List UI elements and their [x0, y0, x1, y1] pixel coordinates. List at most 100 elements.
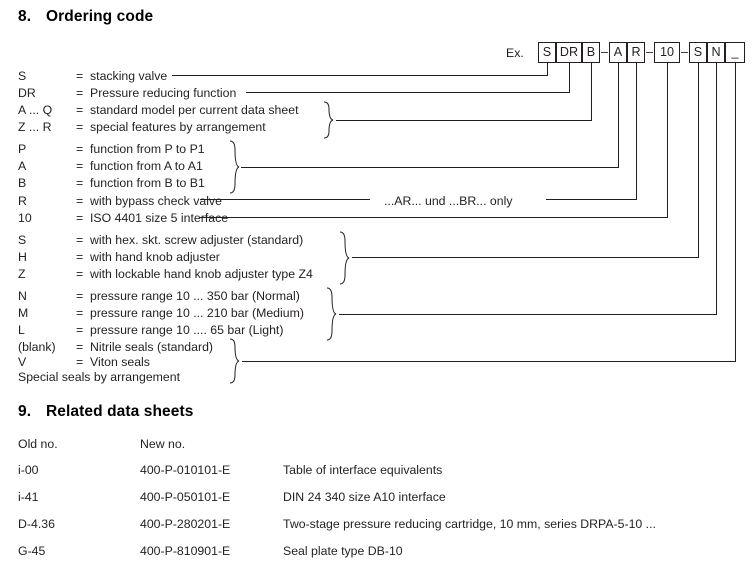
code-key: H: [18, 250, 27, 264]
table-row-desc: Two-stage pressure reducing cartridge, 1…: [283, 517, 656, 531]
brace-function-group: [228, 140, 240, 194]
code-key: B: [18, 176, 27, 190]
leader-line-dr-vertical: [569, 63, 570, 93]
code-separator-3: –: [680, 45, 688, 59]
code-equals: =: [76, 323, 84, 337]
code-box-r[interactable]: R: [627, 42, 645, 63]
leader-line-bypass-horizontal-right: [546, 199, 636, 200]
section-number: 9.: [18, 403, 32, 420]
code-desc: function from A to A1: [90, 159, 203, 173]
code-equals: =: [76, 103, 84, 117]
code-box-blank[interactable]: _: [725, 42, 745, 63]
leader-line-iso-horizontal: [200, 217, 667, 218]
code-row-a: A = function from A to A1: [18, 159, 203, 176]
code-equals: =: [76, 142, 84, 156]
code-row-dr: DR=Pressure reducing function: [18, 86, 236, 103]
leader-line-pressure-vertical: [716, 63, 717, 315]
code-equals: =: [76, 289, 84, 303]
code-desc: special features by arrangement: [90, 120, 266, 134]
code-equals: =: [76, 355, 84, 369]
column-header-new-no: New no.: [140, 437, 186, 451]
code-key: P: [18, 142, 27, 156]
code-equals: =: [76, 250, 84, 264]
code-desc: pressure range 10 ... 210 bar (Medium): [90, 306, 304, 320]
code-equals: =: [76, 306, 84, 320]
leader-line-pressure-horizontal: [339, 314, 716, 315]
leader-line-bypass-vertical: [636, 63, 637, 200]
code-key: S: [18, 233, 27, 247]
code-row-v-seals: V = Viton seals: [18, 355, 150, 372]
code-key: Z: [18, 267, 26, 281]
annotation-ar-br-only: ...AR... und ...BR... only: [384, 194, 513, 208]
table-row-new-no: 400-P-810901-E: [140, 544, 231, 558]
table-row-old-no: i-41: [18, 490, 39, 504]
code-desc: stacking valve: [90, 69, 168, 83]
section-number: 8.: [18, 8, 32, 25]
code-equals: =: [76, 159, 84, 173]
code-key: A ... Q: [18, 103, 53, 117]
table-row-desc: Seal plate type DB-10: [283, 544, 403, 558]
code-desc: pressure range 10 .... 65 bar (Light): [90, 323, 284, 337]
leader-line-model-horizontal: [336, 120, 591, 121]
code-box-dr[interactable]: DR: [556, 42, 582, 63]
code-box-b[interactable]: B: [582, 42, 600, 63]
section-heading-ordering-code: 8. Ordering code: [18, 8, 153, 26]
code-key: L: [18, 323, 25, 337]
code-box-s[interactable]: S: [538, 42, 556, 63]
code-row-h-adjuster: H = with hand knob adjuster: [18, 250, 220, 267]
brace-adjuster-group: [338, 231, 350, 285]
code-key: R: [18, 194, 27, 208]
code-equals: =: [76, 69, 84, 83]
code-key: N: [18, 289, 27, 303]
leader-line-function-horizontal: [241, 167, 618, 168]
code-row-s: S = stacking valve: [18, 69, 167, 86]
code-row-r: R=with bypass check valve: [18, 194, 222, 211]
brace-model-group: [322, 101, 334, 139]
code-key: A: [18, 159, 27, 173]
code-row-special-seals: Special seals by arrangement: [18, 370, 180, 387]
code-box-10[interactable]: 10: [654, 42, 680, 63]
code-key: (blank): [18, 340, 56, 354]
section-title: Ordering code: [46, 8, 154, 25]
table-row-old-no: D-4.36: [18, 517, 55, 531]
leader-line-dr-horizontal: [246, 92, 569, 93]
code-box-a[interactable]: A: [609, 42, 627, 63]
leader-line-s-vertical: [547, 63, 548, 76]
table-row-old-no: G-45: [18, 544, 46, 558]
section-title: Related data sheets: [46, 403, 194, 420]
leader-line-s-horizontal: [172, 75, 547, 76]
code-box-s2[interactable]: S: [689, 42, 707, 63]
code-box-n[interactable]: N: [707, 42, 725, 63]
code-desc: Pressure reducing function: [90, 86, 237, 100]
code-desc: with hand knob adjuster: [90, 250, 220, 264]
code-key: S: [18, 69, 27, 83]
code-row-s-adjuster: S=with hex. skt. screw adjuster (standar…: [18, 233, 303, 250]
code-desc: function from P to P1: [90, 142, 205, 156]
code-key: Z ... R: [18, 120, 52, 134]
code-equals: =: [76, 267, 84, 281]
table-row-desc: Table of interface equivalents: [283, 463, 443, 477]
code-key: DR: [18, 86, 36, 100]
code-row-b: B=function from B to B1: [18, 176, 205, 193]
code-row-blank-seals: (blank)=Nitrile seals (standard): [18, 340, 213, 357]
leader-line-seals-horizontal: [242, 361, 735, 362]
section-heading-related-data-sheets: 9. Related data sheets: [18, 403, 194, 421]
code-desc: Special seals by arrangement: [18, 370, 180, 384]
code-desc: with lockable hand knob adjuster type Z4: [90, 267, 313, 281]
leader-line-bypass-horizontal-left: [200, 199, 370, 200]
code-desc: function from B to B1: [90, 176, 205, 190]
code-desc: standard model per current data sheet: [90, 103, 299, 117]
code-equals: =: [76, 194, 84, 208]
table-row-new-no: 400-P-280201-E: [140, 517, 231, 531]
code-key: V: [18, 355, 27, 369]
code-row-n-pressure: N=pressure range 10 ... 350 bar (Normal): [18, 289, 300, 306]
leader-line-adjuster-vertical: [698, 63, 699, 258]
code-desc: Viton seals: [90, 355, 150, 369]
example-label: Ex.: [506, 46, 524, 60]
code-row-m-pressure: M = pressure range 10 ... 210 bar (Medium): [18, 306, 304, 323]
code-key: M: [18, 306, 29, 320]
code-row-10: 10=ISO 4401 size 5 interface: [18, 211, 228, 228]
leader-line-iso-vertical: [667, 63, 668, 218]
code-desc: ISO 4401 size 5 interface: [90, 211, 229, 225]
